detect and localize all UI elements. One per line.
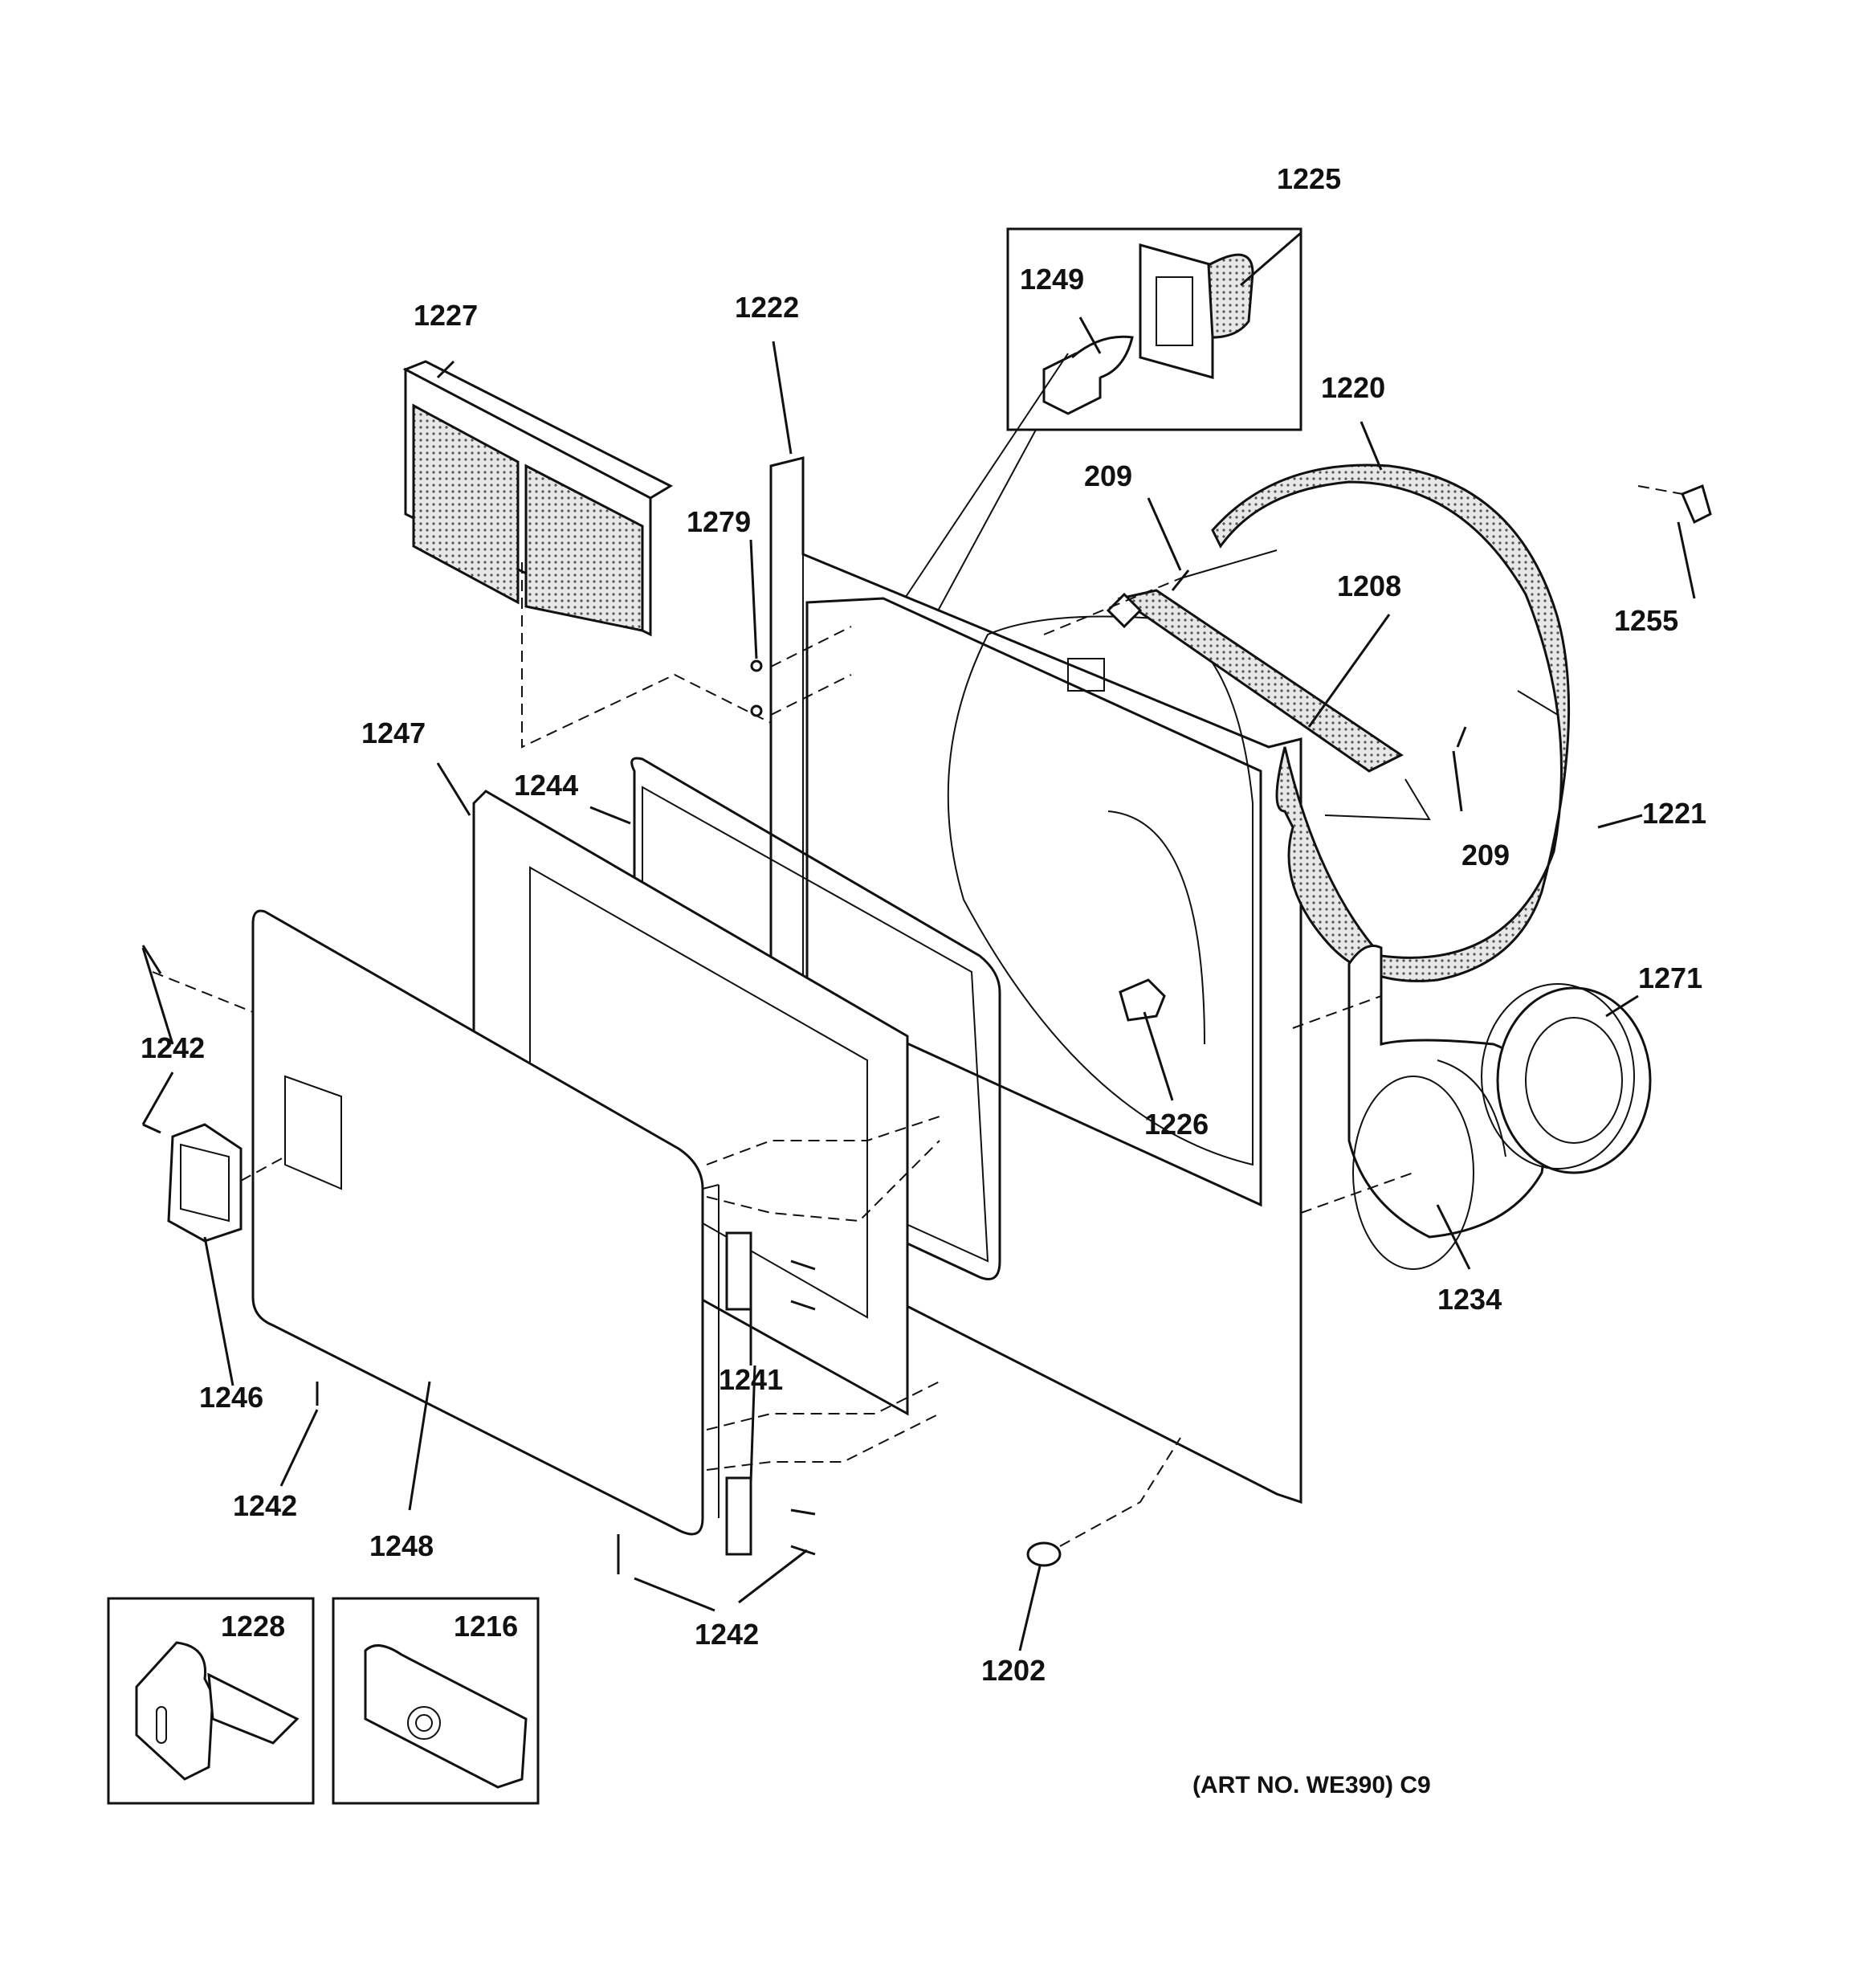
art-number: (ART NO. WE390) C9 xyxy=(1192,1772,1431,1798)
label-1234: 1234 xyxy=(1437,1283,1502,1316)
label-1208: 1208 xyxy=(1337,569,1401,602)
label-1242-left: 1242 xyxy=(141,1031,205,1064)
duct-seal-ring xyxy=(1481,983,1652,1174)
label-1242-lower: 1242 xyxy=(233,1489,297,1522)
label-1216: 1216 xyxy=(454,1610,518,1643)
label-1222: 1222 xyxy=(735,291,799,324)
screws xyxy=(141,569,1467,1574)
label-1242-bottom: 1242 xyxy=(695,1618,759,1651)
air-filter-grille xyxy=(402,360,884,780)
label-1241: 1241 xyxy=(719,1363,783,1396)
connector-clip-part xyxy=(1637,484,1712,525)
door-hinges xyxy=(725,1231,752,1556)
label-1227: 1227 xyxy=(414,299,478,332)
label-1225: 1225 xyxy=(1277,162,1341,195)
label-1255: 1255 xyxy=(1614,604,1678,637)
door-strike-part xyxy=(1139,243,1254,379)
label-1248: 1248 xyxy=(369,1529,434,1562)
inset-box-door-switch xyxy=(842,227,1302,772)
label-1246: 1246 xyxy=(199,1381,263,1414)
label-1226: 1226 xyxy=(1144,1108,1209,1141)
label-1249: 1249 xyxy=(1020,263,1084,296)
label-1279: 1279 xyxy=(687,505,751,538)
door-handle xyxy=(167,1123,243,1243)
label-1221: 1221 xyxy=(1642,797,1706,830)
assembly-guides xyxy=(152,578,1414,1471)
part-labels: 1225 1249 1227 1222 1220 209 1279 1208 1… xyxy=(141,162,1706,1798)
inset-box-1216 xyxy=(332,1597,540,1805)
felt-seal-ring xyxy=(1180,463,1571,982)
label-209-bottom: 209 xyxy=(1461,839,1510,872)
door-switch-assembly xyxy=(1119,978,1166,1022)
label-1202: 1202 xyxy=(981,1654,1046,1687)
outer-door-panel xyxy=(251,909,720,1536)
inset-box-1228 xyxy=(107,1597,315,1805)
leader-lines xyxy=(141,231,1696,1651)
label-1228: 1228 xyxy=(221,1610,285,1643)
label-1247: 1247 xyxy=(361,716,426,749)
label-1271: 1271 xyxy=(1638,961,1702,994)
label-1244: 1244 xyxy=(514,769,578,802)
leveling-foot xyxy=(1026,1437,1181,1567)
label-209-top: 209 xyxy=(1084,459,1132,492)
label-1220: 1220 xyxy=(1321,371,1385,404)
